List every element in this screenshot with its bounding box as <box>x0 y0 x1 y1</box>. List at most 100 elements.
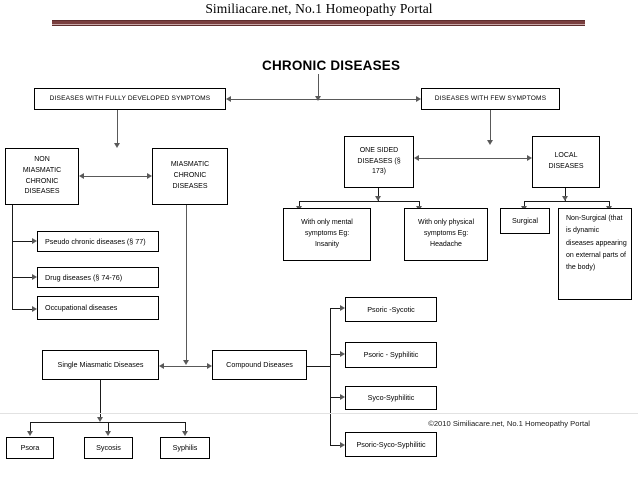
node-diseases-with-few-symptoms[interactable]: DISEASES WITH FEW SYMPTOMS <box>421 88 560 110</box>
connector-sycosis-drop <box>108 422 109 433</box>
arrowhead-level1-left <box>226 96 231 102</box>
connector-miasmatic-horizontal <box>84 176 147 177</box>
connector-pseudo-branch <box>12 241 33 242</box>
node-non-surgical[interactable]: Non-Surgical (that is dynamic diseases a… <box>558 208 632 300</box>
node-syphilis[interactable]: Syphilis <box>160 437 210 459</box>
arrowhead-miasmatic-right <box>147 173 152 179</box>
connector-local-bus <box>524 201 610 202</box>
connector-single-compound-left <box>164 366 207 367</box>
node-line: DISEASES <box>24 188 60 196</box>
connector-mental-drop <box>299 201 300 209</box>
arrowhead-one-sided-down <box>375 196 381 201</box>
header-divider-rule-shadow <box>52 24 585 25</box>
arrowhead-single-left <box>159 363 164 369</box>
node-line: NON <box>34 155 50 163</box>
connector-psoric-syphilitic-branch <box>330 354 341 355</box>
connector-level1-horizontal <box>231 99 416 100</box>
connector-root-stem <box>318 74 319 98</box>
node-local-diseases[interactable]: LOCAL DISEASES <box>532 136 600 188</box>
node-line: symptoms Eg: <box>304 230 350 238</box>
node-line: DISEASES (§ <box>357 157 401 165</box>
arrowhead-syphilis <box>182 431 188 436</box>
node-line: ONE SIDED <box>359 146 399 154</box>
arrowhead-miasmatic-left <box>79 173 84 179</box>
connector-physical-drop <box>419 201 420 209</box>
connector-psora-drop <box>30 422 31 433</box>
node-psora[interactable]: Psora <box>6 437 54 459</box>
node-line: Headache <box>430 240 462 248</box>
arrowhead-root-down <box>315 96 321 101</box>
node-with-only-mental-symptoms[interactable]: With only mental symptoms Eg: Insanity <box>283 208 371 261</box>
connector-surgical-drop <box>524 201 525 209</box>
node-pseudo-chronic-diseases[interactable]: Pseudo chronic diseases (§ 77) <box>37 231 159 252</box>
node-psoric-syphilitic[interactable]: Psoric - Syphilitic <box>345 342 437 368</box>
page-title: CHRONIC DISEASES <box>262 58 401 73</box>
connector-few-symptoms-stem <box>490 110 491 142</box>
arrowhead-fully-developed-down <box>114 143 120 148</box>
node-sycosis[interactable]: Sycosis <box>84 437 133 459</box>
connector-syphilis-drop <box>185 422 186 433</box>
connector-fully-developed-stem <box>117 110 118 145</box>
node-diseases-with-fully-developed-symptoms[interactable]: DISEASES WITH FULLY DEVELOPED SYMPTOMS <box>34 88 226 110</box>
arrowhead-pseudo <box>32 238 37 244</box>
footer-copyright: ©2010 Similiacare.net, No.1 Homeopathy P… <box>428 419 590 428</box>
arrowhead-one-sided-left <box>414 155 419 161</box>
connector-psoric-sycotic-branch <box>330 308 341 309</box>
node-psoric-sycotic[interactable]: Psoric -Sycotic <box>345 297 437 322</box>
arrowhead-single-down <box>97 417 103 422</box>
node-line: CHRONIC <box>25 177 59 185</box>
arrowhead-local-down <box>562 196 568 201</box>
connector-one-sided-bus <box>299 201 420 202</box>
footer-divider <box>0 413 638 414</box>
connector-one-sided-stem <box>378 188 379 201</box>
node-with-only-physical-symptoms[interactable]: With only physical symptoms Eg: Headache <box>404 208 488 261</box>
connector-compound-out <box>307 366 330 367</box>
node-miasmatic-chronic-diseases[interactable]: MIASMATIC CHRONIC DISEASES <box>152 148 228 205</box>
arrowhead-sycosis <box>105 431 111 436</box>
node-line: MIASMATIC <box>22 166 62 174</box>
node-line: CHRONIC <box>173 172 207 180</box>
node-drug-diseases[interactable]: Drug diseases (§ 74-76) <box>37 267 159 288</box>
arrowhead-level1-right <box>416 96 421 102</box>
node-compound-diseases[interactable]: Compound Diseases <box>212 350 307 380</box>
node-occupational-diseases[interactable]: Occupational diseases <box>37 296 159 320</box>
node-line: LOCAL <box>554 152 578 160</box>
connector-psoric-syco-syphilitic-branch <box>330 445 341 446</box>
connector-single-stem <box>100 380 101 419</box>
node-non-miasmatic-chronic-diseases[interactable]: NON MIASMATIC CHRONIC DISEASES <box>5 148 79 205</box>
arrowhead-psoric-syco-syphilitic <box>340 442 345 448</box>
connector-local-stem <box>565 188 566 201</box>
node-line: DISEASES <box>172 182 208 190</box>
arrowhead-occupational <box>32 306 37 312</box>
connector-occupational-branch <box>12 309 33 310</box>
node-line: 173) <box>371 168 386 176</box>
connector-non-miasmatic-rail <box>12 205 13 310</box>
node-line: MIASMATIC <box>170 161 210 169</box>
node-line: With only physical <box>417 219 475 227</box>
arrowhead-psora <box>27 431 33 436</box>
node-psoric-syco-syphilitic[interactable]: Psoric-Syco-Syphilitic <box>345 432 437 457</box>
node-surgical[interactable]: Surgical <box>500 208 550 234</box>
arrowhead-miasmatic-down <box>183 360 189 365</box>
arrowhead-few-symptoms-down <box>487 140 493 145</box>
node-line: With only mental <box>301 219 353 227</box>
arrowhead-psoric-sycotic <box>340 305 345 311</box>
connector-non-surgical-drop <box>609 201 610 209</box>
node-one-sided-diseases[interactable]: ONE SIDED DISEASES (§ 173) <box>344 136 414 188</box>
connector-syco-syphilitic-branch <box>330 397 341 398</box>
connector-single-compound-right <box>190 366 207 367</box>
node-syco-syphilitic[interactable]: Syco-Syphilitic <box>345 386 437 410</box>
header-divider-rule <box>52 20 585 26</box>
arrowhead-psoric-syphilitic <box>340 351 345 357</box>
node-line: DISEASES <box>548 163 584 170</box>
node-line: symptoms Eg: <box>423 230 469 238</box>
connector-drug-branch <box>12 277 33 278</box>
connector-miasmatic-stem <box>186 205 187 363</box>
page-header-title: Similiacare.net, No.1 Homeopathy Portal <box>205 1 433 16</box>
arrowhead-compound-right <box>207 363 212 369</box>
node-single-miasmatic-diseases[interactable]: Single Miasmatic Diseases <box>42 350 159 380</box>
connector-level2-right-horizontal <box>419 158 527 159</box>
arrowhead-syco-syphilitic <box>340 394 345 400</box>
arrowhead-local-right <box>527 155 532 161</box>
